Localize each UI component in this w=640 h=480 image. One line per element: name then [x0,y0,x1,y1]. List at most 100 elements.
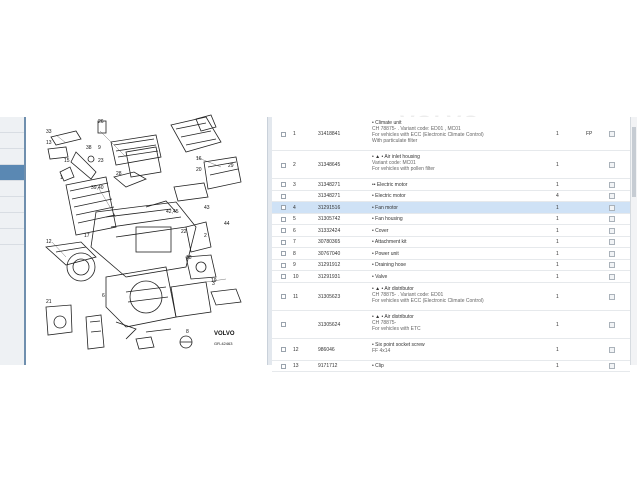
part-number[interactable]: 31305742 [318,216,341,223]
callout-label: 43 [204,205,210,211]
part-number[interactable]: 31418841 [318,131,341,137]
note-icon[interactable] [609,293,615,300]
part-number[interactable]: 31305624 [318,321,341,328]
quantity: 1 [556,131,559,137]
part-number[interactable]: 30767040 [318,250,341,257]
side-nav-item[interactable] [0,133,25,149]
part-number[interactable]: 31291516 [318,204,341,211]
note-icon[interactable] [609,346,615,353]
note-icon[interactable] [609,273,615,280]
exploded-view-drawing: 33 13 15 26 9 38 23 28 16 1 20 29 39,40 … [45,114,242,350]
note-icon[interactable] [609,363,615,370]
position-number: 11 [293,293,299,300]
row-checkbox[interactable] [281,262,286,268]
row-checkbox[interactable] [281,162,286,168]
part-number[interactable]: 31348271 [318,193,341,200]
row-checkbox[interactable] [281,363,286,369]
row-checkbox[interactable] [281,205,286,211]
row-checkbox[interactable] [281,274,286,280]
row-checkbox[interactable] [281,216,286,222]
position-number: 7 [293,239,296,246]
part-number[interactable]: 31291912 [318,262,341,269]
row-checkbox[interactable] [281,228,286,234]
part-number[interactable]: 31291931 [318,273,341,280]
note-icon[interactable] [609,250,615,257]
note-icon[interactable] [609,321,615,328]
note-icon[interactable] [609,216,615,223]
part-number[interactable]: 31305623 [318,293,341,300]
quantity: 1 [556,250,559,257]
part-description: • Fan motor [372,204,398,211]
position-number: 5 [293,216,296,223]
callout-label: 29 [228,163,234,169]
vertical-scrollbar[interactable] [630,117,637,365]
note-icon[interactable] [609,227,615,234]
row-checkbox[interactable] [281,251,286,257]
note-icon[interactable] [609,131,615,137]
note-icon[interactable] [609,181,615,188]
part-number[interactable]: 31332424 [318,227,341,234]
row-checkbox[interactable] [281,131,286,137]
quantity: 1 [556,204,559,211]
callout-label: 23 [98,158,104,164]
side-nav-item[interactable] [0,149,25,165]
callout-label: 8 [186,329,189,335]
parts-diagram[interactable]: 33 13 15 26 9 38 23 28 16 1 20 29 39,40 … [36,114,258,362]
row-checkbox[interactable] [281,182,286,188]
position-number: 10 [293,273,299,280]
pane-splitter[interactable] [267,117,273,365]
row-checkbox[interactable] [281,347,286,352]
side-nav-item[interactable] [0,197,25,213]
quantity: 1 [556,363,559,370]
part-number[interactable]: 30780365 [318,239,341,246]
scrollbar-thumb[interactable] [632,127,636,197]
part-note: Variant code: MC01 [372,160,416,166]
part-number[interactable]: 986046 [318,346,335,353]
quantity: 1 [556,321,559,328]
note-icon[interactable] [609,204,615,211]
row-checkbox[interactable] [281,322,286,327]
side-nav-item[interactable] [0,213,25,229]
note-icon[interactable] [609,262,615,269]
callout-label: 21 [46,299,52,305]
part-number[interactable]: 31348271 [318,181,341,188]
note-icon[interactable] [609,162,615,168]
note-icon[interactable] [609,239,615,246]
side-nav-item[interactable] [0,117,25,133]
row-checkbox[interactable] [281,239,286,245]
side-nav-item[interactable] [0,181,25,197]
part-note: For vehicles with ECC (Electronic Climat… [372,297,484,304]
row-checkbox[interactable] [281,294,286,299]
table-row[interactable]: 4 31291516 • Fan motor 1 [272,202,630,214]
callout-label: 28 [116,171,122,177]
part-description: • Valve [372,273,388,280]
callout-label: 33 [46,129,52,135]
callout-label: 13 [46,140,52,146]
position-number: 4 [293,204,296,211]
part-number[interactable]: 31348645 [318,162,341,168]
note-icon[interactable] [609,193,615,200]
part-number[interactable]: 9171712 [318,363,338,370]
callout-label: 9 [98,145,101,151]
quantity: 1 [556,346,559,353]
side-nav-item-active[interactable] [0,165,25,181]
part-description: • Clip [372,363,384,370]
callout-label: 1 [60,175,63,181]
side-nav-item[interactable] [0,229,25,245]
part-description: • Climate unit [372,120,402,126]
row-checkbox[interactable] [281,193,286,199]
